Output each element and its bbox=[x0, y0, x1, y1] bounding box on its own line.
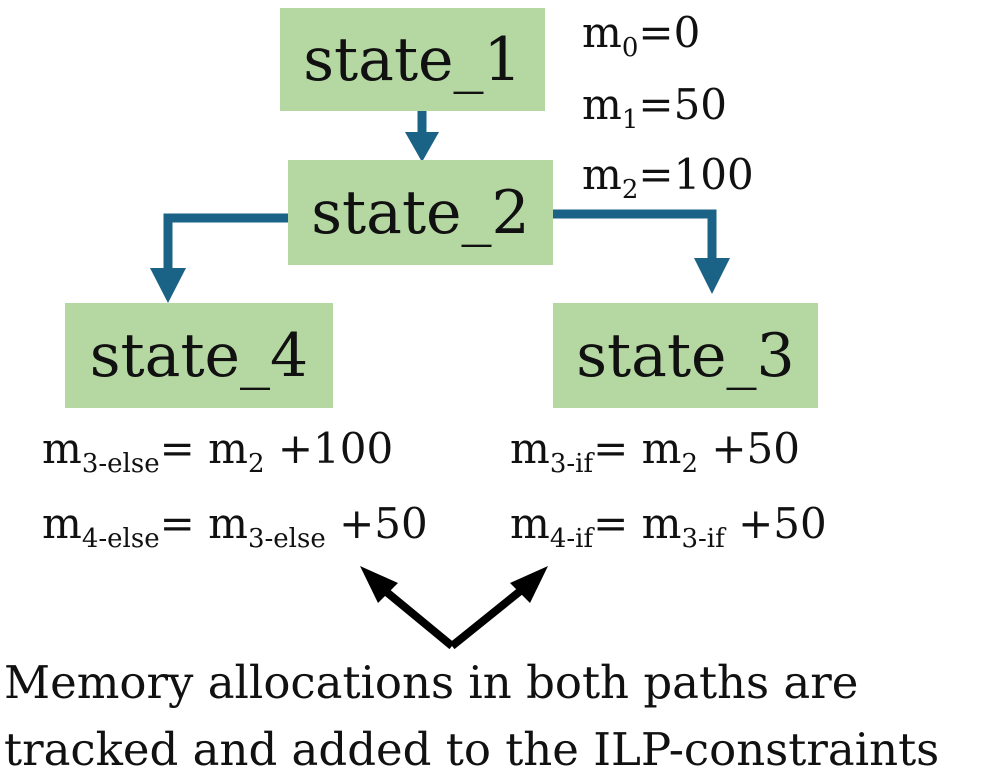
if-eq-m3: m3-if= m2 +50 bbox=[510, 424, 801, 479]
arrow-state1-to-state2 bbox=[405, 111, 439, 162]
else-eq-m3: m3-else= m2 +100 bbox=[42, 424, 394, 479]
state-1-node: state_1 bbox=[280, 8, 545, 111]
caption-line-2: tracked and added to the ILP-constraints bbox=[4, 723, 940, 776]
state-2-node: state_2 bbox=[288, 160, 553, 265]
state-3-node: state_3 bbox=[553, 303, 818, 408]
arrow-state2-to-state4 bbox=[150, 213, 288, 303]
arrow-state2-to-state3 bbox=[553, 209, 730, 294]
init-m0: m0=0 bbox=[582, 8, 701, 63]
else-eq-m4: m4-else= m3-else +50 bbox=[42, 499, 428, 554]
init-m1: m1=50 bbox=[582, 80, 728, 135]
if-eq-m4: m4-if= m3-if +50 bbox=[510, 499, 827, 554]
state-3-label: state_3 bbox=[576, 320, 795, 391]
pointer-arrows bbox=[360, 566, 548, 650]
state-2-label: state_2 bbox=[311, 177, 530, 248]
init-m2: m2=100 bbox=[582, 150, 754, 205]
state-1-label: state_1 bbox=[303, 24, 522, 95]
caption-line-1: Memory allocations in both paths are bbox=[4, 656, 859, 709]
state-4-node: state_4 bbox=[65, 303, 333, 408]
state-4-label: state_4 bbox=[89, 320, 309, 391]
